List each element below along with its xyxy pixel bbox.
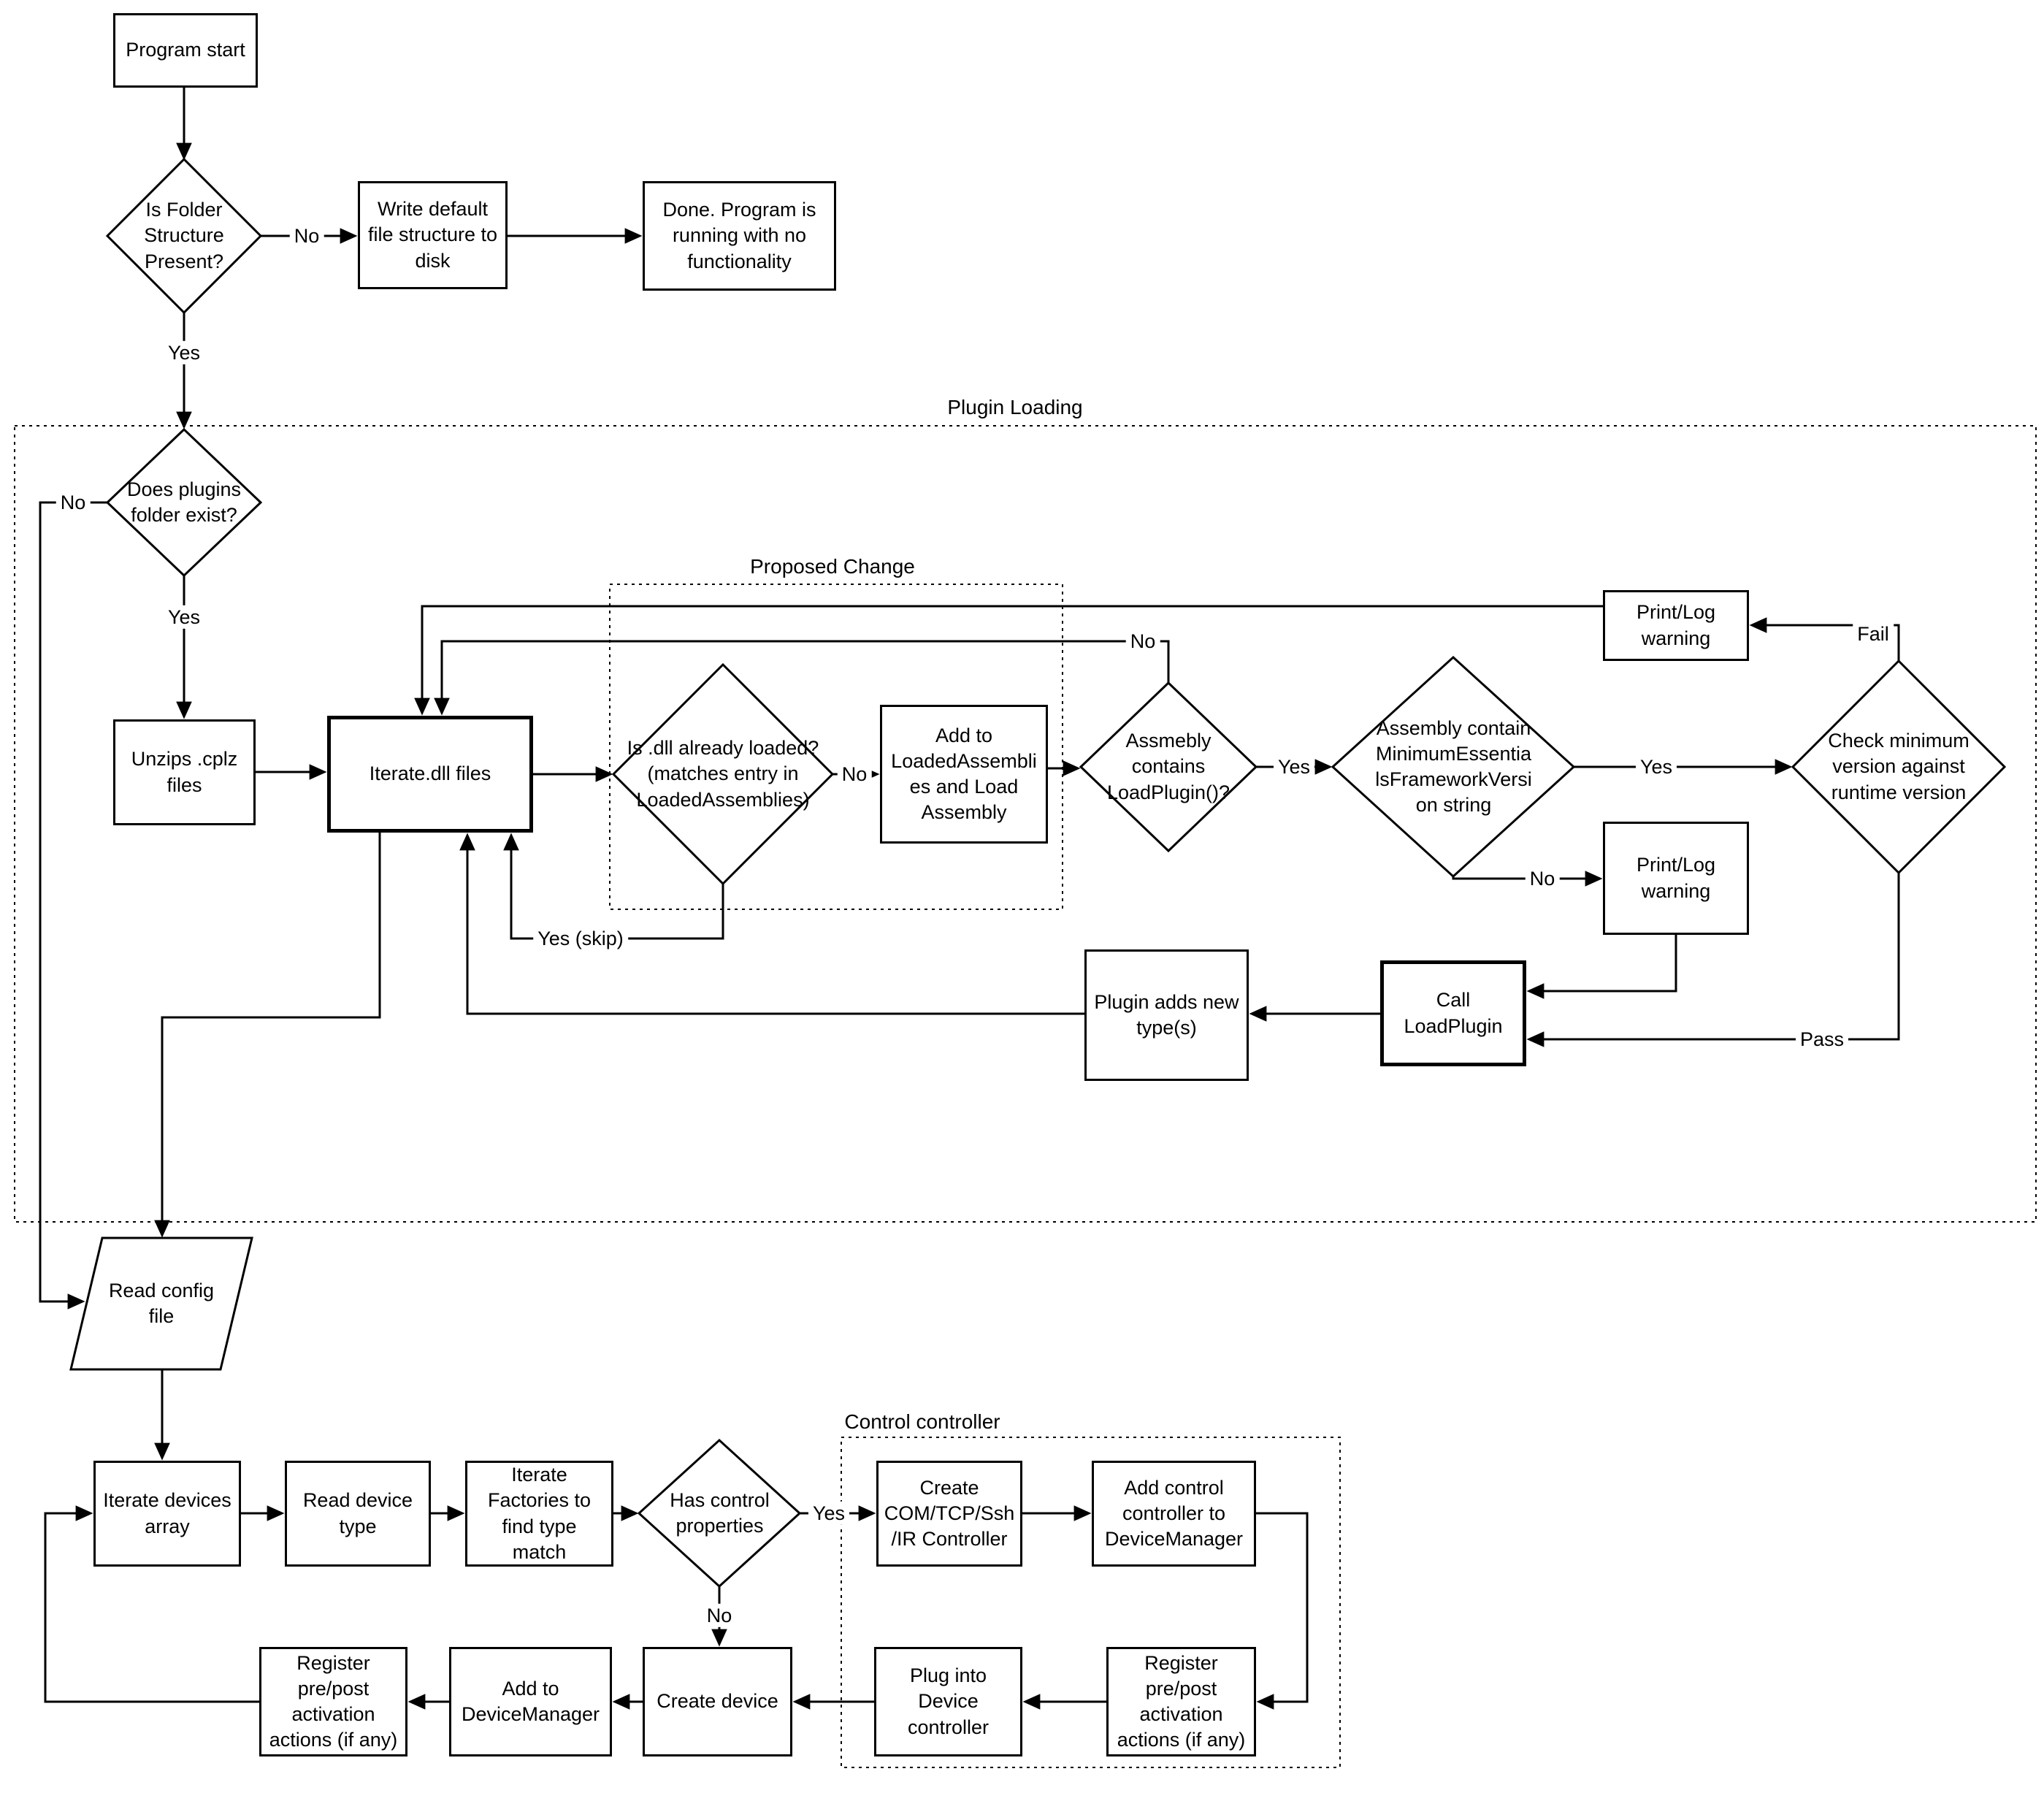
edge-label-minimum-string-yes: Yes: [1635, 754, 1677, 779]
node-iterate-factories: Iterate Factories to find type match: [465, 1461, 613, 1567]
diamond-does-plugins-exist: [105, 427, 263, 578]
edge-label-contains-loadplugin-yes: Yes: [1273, 754, 1315, 779]
edge-label-folder-yes: Yes: [163, 340, 205, 365]
edge-label-dll-loaded-yes-skip: Yes (skip): [533, 926, 628, 951]
edge-label-minimum-string-no: No: [1525, 866, 1560, 891]
plugin-loading-container: [14, 425, 2037, 1223]
node-unzips-cplz: Unzips .cplz files: [113, 719, 256, 825]
node-printlog-warning-mid: Print/Log warning: [1603, 822, 1749, 935]
edge-printlog-mid-to-call-loadplugin: [1526, 935, 1677, 999]
edge-label-plugins-no: No: [55, 490, 91, 515]
node-create-device: Create device: [643, 1647, 792, 1756]
node-add-to-loaded-assemblies: Add to LoadedAssemblies and Load Assembl…: [880, 705, 1048, 844]
edge-printlog-top-back-iterate: [414, 605, 1603, 716]
edge-label-version-fail: Fail: [1853, 622, 1894, 646]
diamond-is-folder-present: [105, 157, 263, 315]
node-plugin-adds-types: Plugin adds new type(s): [1084, 949, 1249, 1081]
node-create-controller: Create COM/TCP/Ssh /IR Controller: [876, 1461, 1022, 1567]
proposed-change-label: Proposed Change: [747, 554, 918, 579]
edge-label-version-pass: Pass: [1795, 1027, 1849, 1052]
node-done-no-functionality: Done. Program is running with no functio…: [643, 181, 836, 291]
edge-add-control-to-register-right: [1256, 1512, 1309, 1710]
edge-label-plugins-yes: Yes: [163, 605, 205, 630]
node-register-activation-left: Register pre/post activation actions (if…: [259, 1647, 407, 1756]
control-controller-label: Control controller: [841, 1410, 1003, 1434]
edge-version-pass-call-loadplugin: [1526, 873, 1900, 1047]
edge-iterate-dll-to-read-config: [154, 833, 381, 1238]
node-read-device-type: Read device type: [285, 1461, 431, 1567]
plugin-loading-label: Plugin Loading: [944, 395, 1086, 420]
node-write-default-structure: Write default file structure to disk: [358, 181, 508, 289]
control-controller-container: [841, 1437, 1341, 1768]
node-iterate-devices-array: Iterate devices array: [93, 1461, 241, 1567]
diamond-assembly-contains-loadplugin: [1079, 681, 1258, 853]
diamond-has-control-properties: [637, 1438, 802, 1589]
edge-register-left-back-iterate-devices: [44, 1505, 259, 1703]
edge-label-dll-loaded-no: No: [837, 762, 872, 787]
edge-label-control-no: No: [702, 1603, 737, 1628]
proposed-change-container: [609, 584, 1063, 910]
parallelogram-read-config: [69, 1236, 253, 1371]
edge-version-fail-printlog: [1749, 617, 1900, 661]
edge-loadplugin-no-back: [434, 640, 1170, 716]
diamond-is-dll-loaded: [611, 662, 835, 886]
edge-label-contains-loadplugin-no: No: [1125, 629, 1160, 654]
edge-plugins-no-read-config: [39, 501, 107, 1310]
node-iterate-dll-files: Iterate.dll files: [327, 716, 533, 833]
diamond-assembly-contains-minimum: [1331, 655, 1576, 879]
node-program-start: Program start: [113, 13, 258, 88]
node-register-activation-right: Register pre/post activation actions (if…: [1106, 1647, 1256, 1756]
node-add-control-controller: Add control controller to DeviceManager: [1092, 1461, 1256, 1567]
node-printlog-warning-top: Print/Log warning: [1603, 590, 1749, 661]
diamond-check-minimum-version: [1791, 659, 2007, 875]
node-call-loadplugin: Call LoadPlugin: [1380, 960, 1526, 1066]
edge-plugin-adds-back-iterate: [459, 833, 1084, 1015]
node-add-to-devicemanager: Add to DeviceManager: [449, 1647, 612, 1756]
edge-label-control-yes: Yes: [808, 1501, 850, 1526]
edge-label-folder-no: No: [289, 223, 324, 248]
node-plug-into-device-controller: Plug into Device controller: [874, 1647, 1022, 1756]
